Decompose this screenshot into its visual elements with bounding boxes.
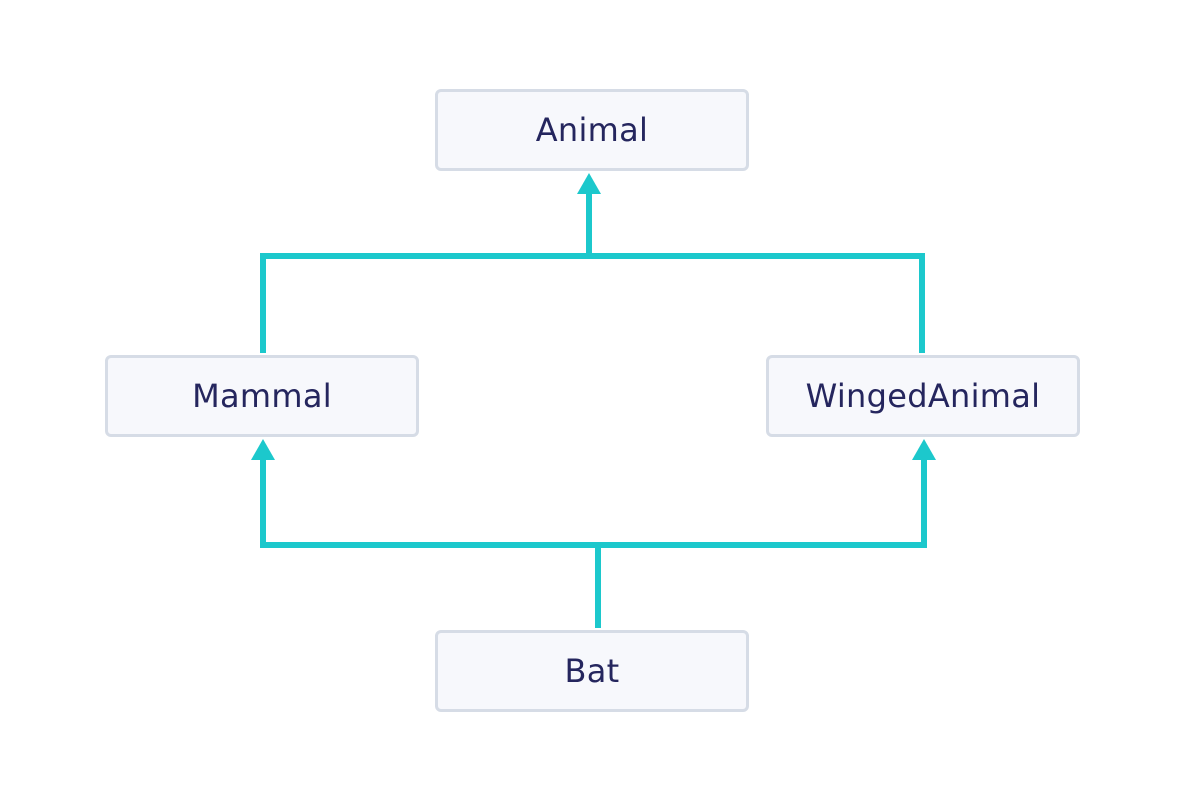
- arrowhead-mammal: [251, 439, 275, 460]
- edge-winged-to-animal: [589, 253, 925, 353]
- edge-bat-to-winged: [598, 458, 927, 548]
- arrowhead-winged: [912, 439, 936, 460]
- arrowhead-animal: [577, 173, 601, 194]
- edge-bat-to-mammal: [260, 458, 601, 628]
- node-label-animal: Animal: [535, 111, 649, 149]
- node-label-winged-animal: WingedAnimal: [805, 377, 1041, 415]
- node-bat: Bat: [435, 630, 749, 712]
- node-animal: Animal: [435, 89, 749, 171]
- node-label-mammal: Mammal: [192, 377, 332, 415]
- node-label-bat: Bat: [564, 652, 620, 690]
- edge-mammal-to-animal: [260, 192, 592, 353]
- node-winged-animal: WingedAnimal: [766, 355, 1080, 437]
- node-mammal: Mammal: [105, 355, 419, 437]
